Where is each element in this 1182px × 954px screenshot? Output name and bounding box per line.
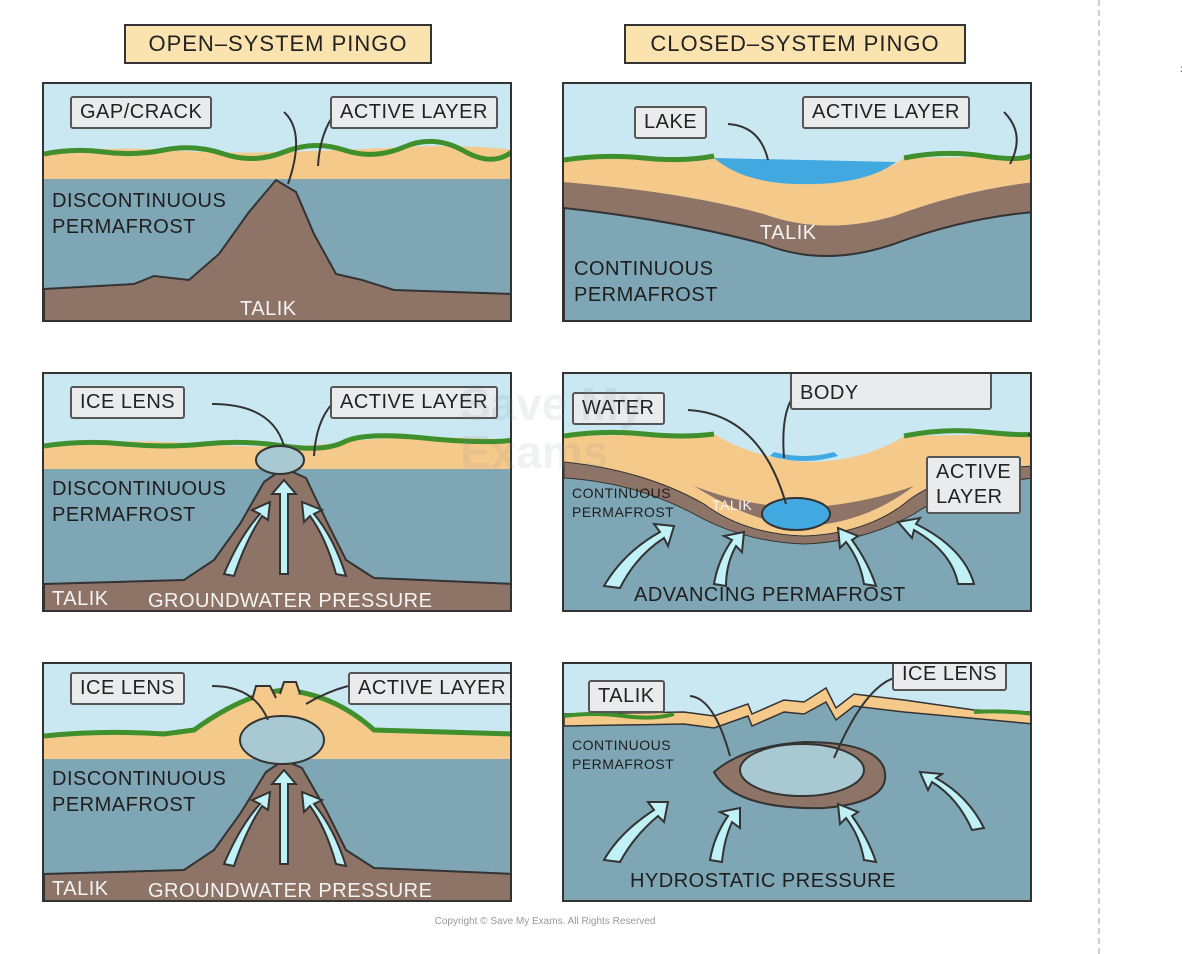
talik-label: TALIK — [760, 222, 817, 244]
advancing-permafrost-label: ADVANCING PERMAFROST — [634, 584, 906, 606]
water-tag: WATER — [572, 392, 665, 425]
talik-label: TALIK — [52, 878, 109, 900]
closed-system-stage-1: LAKE ACTIVE LAYER TALIK CONTINUOUS PERMA… — [562, 82, 1032, 322]
talik-label: TALIK — [712, 497, 753, 513]
open-system-stage-2: ICE LENS ACTIVE LAYER DISCONTINUOUS PERM… — [42, 372, 512, 612]
open-system-stage-3: ICE LENS ACTIVE LAYER DISCONTINUOUS PERM… — [42, 662, 512, 902]
talik-tag: TALIK — [588, 680, 665, 713]
ice-lens-tag: ICE LENS — [70, 386, 186, 419]
open-system-stage-1: GAP/CRACK ACTIVE LAYER DISCONTINUOUS PER… — [42, 82, 512, 322]
copyright-notice: Copyright © Save My Exams. All Rights Re… — [434, 916, 656, 927]
groundwater-pressure-label: GROUNDWATER PRESSURE — [148, 590, 433, 612]
closed-system-stage-3: TALIK ICE LENS CONTINUOUS PERMAFROST HYD… — [562, 662, 1032, 902]
permafrost-label: CONTINUOUS PERMAFROST — [572, 737, 675, 772]
open-system-title: OPEN–SYSTEM PINGO — [124, 24, 432, 64]
active-layer-tag: ACTIVE LAYER — [330, 386, 498, 419]
overflow-mark: › — [1180, 60, 1182, 76]
lake-tag: LAKE — [634, 106, 708, 139]
active-layer-tag: ACTIVE LAYER — [802, 96, 970, 129]
permafrost-label: DISCONTINUOUS PERMAFROST — [52, 478, 227, 526]
page-divider — [1098, 0, 1100, 954]
talik-label: TALIK — [52, 588, 109, 610]
permafrost-label: DISCONTINUOUS PERMAFROST — [52, 190, 227, 238]
active-layer-tag: ACTIVE LAYER — [348, 672, 510, 705]
permafrost-label: DISCONTINUOUS PERMAFROST — [52, 768, 227, 816]
gap-crack-tag: GAP/CRACK — [70, 96, 213, 129]
closed-system-title: CLOSED–SYSTEM PINGO — [624, 24, 966, 64]
active-layer-tag: ACTIVE LAYER — [926, 456, 1022, 514]
closed-system-stage-2: WATER RESIDUAL WATER BODY ACTIVE LAYER C… — [562, 372, 1032, 612]
ice-lens-tag: ICE LENS — [70, 672, 186, 705]
permafrost-label: CONTINUOUS PERMAFROST — [574, 258, 718, 306]
groundwater-pressure-label: GROUNDWATER PRESSURE — [148, 880, 433, 902]
permafrost-label: CONTINUOUS PERMAFROST — [572, 485, 675, 520]
residual-water-body-tag: RESIDUAL WATER BODY — [790, 374, 992, 410]
active-layer-tag: ACTIVE LAYER — [330, 96, 498, 129]
hydrostatic-pressure-label: HYDROSTATIC PRESSURE — [630, 870, 896, 892]
talik-label: TALIK — [240, 298, 297, 320]
ice-lens-tag: ICE LENS — [892, 664, 1008, 691]
